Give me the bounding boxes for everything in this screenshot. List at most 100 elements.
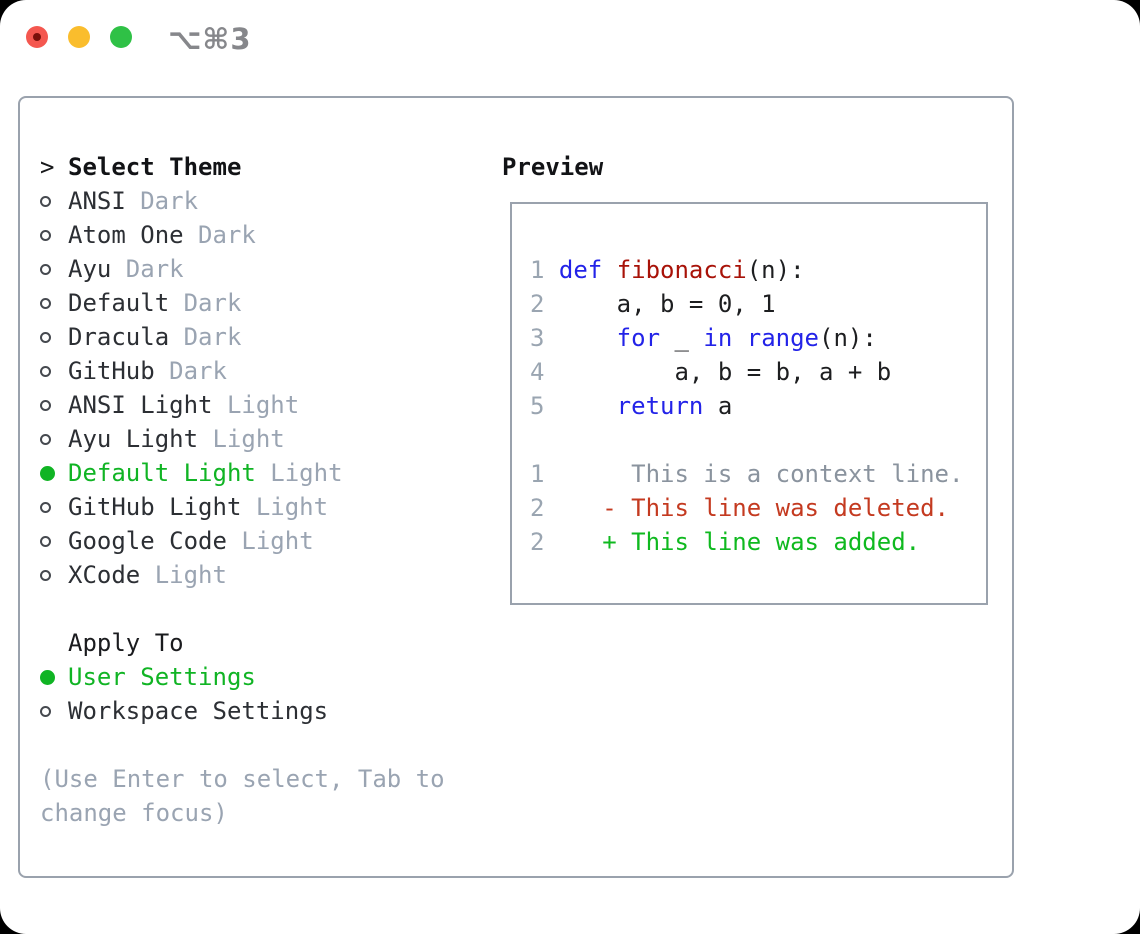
- radio-icon[interactable]: [40, 365, 68, 377]
- theme-name: Ayu Light: [68, 425, 199, 453]
- theme-name: Ayu: [68, 255, 112, 283]
- radio-glyph: [40, 535, 51, 547]
- spacer-row: [40, 728, 445, 762]
- radio-glyph: [40, 501, 51, 513]
- theme-option[interactable]: GitHub Light Light: [40, 490, 445, 524]
- apply-to-header: Apply To: [40, 626, 445, 660]
- theme-name: GitHub Light: [68, 493, 242, 521]
- line-number: 3: [530, 324, 545, 352]
- apply-option[interactable]: Workspace Settings: [40, 694, 445, 728]
- code-segment: in: [703, 324, 733, 352]
- radio-icon[interactable]: [40, 569, 68, 581]
- traffic-lights: [26, 26, 132, 48]
- code-segment: + This line was added.: [558, 528, 921, 556]
- code-line: 3 for _ in range(n):: [530, 321, 976, 355]
- code-segment: a, b = 0, 1: [558, 290, 776, 318]
- code-segment: def: [558, 256, 603, 284]
- code-line: 2 - This line was deleted.: [530, 491, 976, 525]
- code-segment: This is a context line.: [558, 460, 964, 488]
- line-number: 2: [530, 528, 545, 556]
- apply-option-label: User Settings: [68, 663, 256, 691]
- code-line: 2 a, b = 0, 1: [530, 287, 976, 321]
- code-line: 1 def fibonacci(n):: [530, 253, 976, 287]
- radio-icon[interactable]: [40, 705, 68, 717]
- radio-icon[interactable]: [40, 263, 68, 275]
- code-line: 5 return a: [530, 389, 976, 423]
- line-number: 2: [530, 494, 545, 522]
- theme-option[interactable]: Ayu Dark: [40, 252, 445, 286]
- preview-title: Preview: [502, 153, 604, 181]
- radio-glyph: [40, 705, 51, 717]
- line-number: 1: [530, 256, 545, 284]
- code-segment: fibonacci: [616, 256, 747, 284]
- radio-glyph: [40, 433, 51, 445]
- theme-name: Dracula: [68, 323, 170, 351]
- theme-variant-badge: Dark: [125, 255, 184, 283]
- code-segment: - This line was deleted.: [558, 494, 950, 522]
- code-segment: [559, 324, 617, 352]
- code-segment: range: [746, 324, 819, 352]
- code-segment: (n):: [819, 324, 877, 352]
- radio-glyph: [40, 465, 55, 481]
- radio-icon[interactable]: [40, 297, 68, 309]
- code-segment: a: [703, 392, 733, 420]
- line-number: 5: [530, 392, 545, 420]
- theme-variant-badge: Light: [270, 459, 343, 487]
- radio-icon[interactable]: [40, 331, 68, 343]
- radio-selected-icon[interactable]: [40, 669, 68, 685]
- theme-name: XCode: [68, 561, 141, 589]
- code-line: 4 a, b = b, a + b: [530, 355, 976, 389]
- radio-selected-icon[interactable]: [40, 465, 68, 481]
- theme-variant-badge: Dark: [183, 323, 242, 351]
- window-title: ⌥⌘3: [168, 22, 252, 56]
- radio-glyph: [40, 297, 51, 309]
- theme-variant-badge: Dark: [140, 187, 199, 215]
- line-number: 2: [530, 290, 545, 318]
- line-number: 1: [530, 460, 545, 488]
- hint-text-line2: change focus): [40, 799, 228, 827]
- radio-icon[interactable]: [40, 399, 68, 411]
- radio-icon[interactable]: [40, 501, 68, 513]
- radio-icon[interactable]: [40, 195, 68, 207]
- apply-to-title: Apply To: [68, 629, 184, 657]
- code-segment: [732, 324, 746, 352]
- zoom-button[interactable]: [110, 26, 132, 48]
- code-segment: a, b = b, a + b: [558, 358, 892, 386]
- radio-glyph: [40, 195, 51, 207]
- selection-arrow-icon: >: [40, 153, 55, 181]
- theme-option[interactable]: Dracula Dark: [40, 320, 445, 354]
- radio-icon[interactable]: [40, 535, 68, 547]
- code-segment: [559, 392, 617, 420]
- theme-variant-badge: Dark: [183, 289, 242, 317]
- radio-icon[interactable]: [40, 229, 68, 241]
- radio-icon[interactable]: [40, 433, 68, 445]
- radio-glyph: [40, 365, 51, 377]
- radio-glyph: [40, 569, 51, 581]
- theme-name: Google Code: [68, 527, 227, 555]
- titlebar: ⌥⌘3: [0, 0, 1140, 80]
- hint-text-line1: (Use Enter to select, Tab to: [40, 765, 445, 793]
- minimize-button[interactable]: [68, 26, 90, 48]
- apply-option[interactable]: User Settings: [40, 660, 445, 694]
- theme-variant-badge: Light: [226, 391, 300, 419]
- radio-glyph: [40, 669, 55, 685]
- theme-name: Default Light: [68, 459, 256, 487]
- theme-variant-badge: Light: [255, 493, 329, 521]
- code-segment: return: [616, 392, 704, 420]
- close-button[interactable]: [26, 26, 48, 48]
- theme-option[interactable]: Default Light Light: [40, 456, 445, 490]
- code-segment: (n):: [746, 256, 805, 284]
- code-segment: _: [660, 324, 704, 352]
- theme-name: GitHub: [68, 357, 155, 385]
